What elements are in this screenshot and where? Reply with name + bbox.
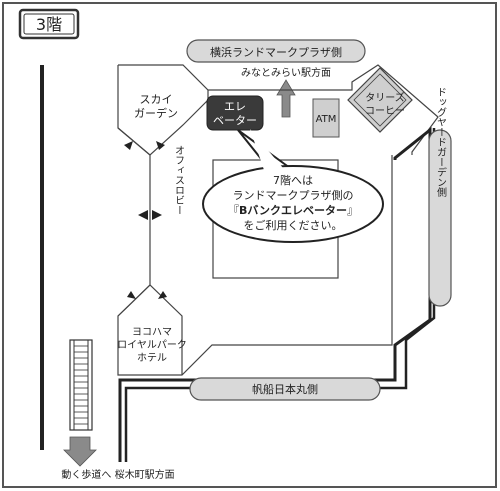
direction-markers: [124, 141, 167, 299]
atm: ATM: [312, 98, 340, 138]
triangle-icon: [156, 141, 165, 150]
tullys-label-1: タリーズ: [365, 91, 405, 104]
hotel-walls: [117, 284, 183, 375]
callout-line-3: 『Bバンクエレベーター』: [228, 204, 358, 217]
triangle-icon: [124, 141, 133, 150]
down-arrow-icon: [63, 436, 97, 467]
moving-walkway: [69, 339, 93, 431]
triangle-icon: [152, 210, 162, 220]
tullys-coffee: タリーズ コーヒー: [347, 67, 413, 133]
office-lobby-label: オフィスロビー: [173, 145, 184, 215]
hotel-label-1: ヨコハマ: [132, 327, 172, 338]
landmark-plaza-label: 横浜ランドマークプラザ側: [210, 45, 342, 59]
sky-garden-walls: [117, 90, 209, 156]
moving-walkway-label: 動く歩道へ 桜木町駅方面: [61, 468, 174, 481]
dog-yard-garden-label: ドッグヤードガーデン側: [435, 87, 447, 197]
tullys-label-2: コーヒー: [365, 105, 405, 117]
hotel-label-2: ロイヤルパーク: [117, 339, 187, 351]
up-arrow-icon: [276, 79, 296, 118]
floor-badge: 3階: [18, 8, 80, 40]
callout-line-2: ランドマークプラザ側の: [233, 189, 354, 202]
nippon-maru-sign: 帆船日本丸側: [189, 377, 381, 401]
callout-line-3-close: 』: [347, 204, 358, 217]
sky-garden-label-2: ガーデン: [134, 106, 178, 120]
callout-line-3-bold: Bバンクエレベーター: [239, 204, 347, 217]
triangle-icon: [127, 291, 136, 299]
triangle-icon: [138, 210, 148, 220]
sky-garden-label-1: スカイ: [140, 93, 173, 106]
landmark-plaza-sign: 横浜ランドマークプラザ側: [186, 39, 366, 63]
callout-bubble: 7階へは ランドマークプラザ側の 『Bバンクエレベーター』 をご利用ください。: [202, 129, 384, 243]
dog-yard-garden-sign: ドッグヤードガーデン側: [428, 87, 452, 307]
nippon-maru-label: 帆船日本丸側: [252, 382, 318, 396]
callout-line-3-open: 『: [228, 204, 239, 217]
atm-label: ATM: [316, 114, 337, 125]
elevator-label-2: ベーター: [213, 114, 257, 127]
right-thick-wall: [118, 126, 432, 462]
callout-line-4: をご利用ください。: [244, 218, 343, 232]
elevator-label-1: エレ: [224, 100, 246, 113]
callout-line-1: 7階へは: [273, 173, 313, 187]
hotel-label-3: ホテル: [137, 352, 167, 364]
elevator-b-bank: エレ ベーター: [206, 95, 264, 131]
floor-badge-text: 3階: [36, 15, 62, 34]
triangle-icon: [158, 291, 167, 299]
minatomirai-station-label: みなとみらい駅方面: [241, 66, 331, 79]
